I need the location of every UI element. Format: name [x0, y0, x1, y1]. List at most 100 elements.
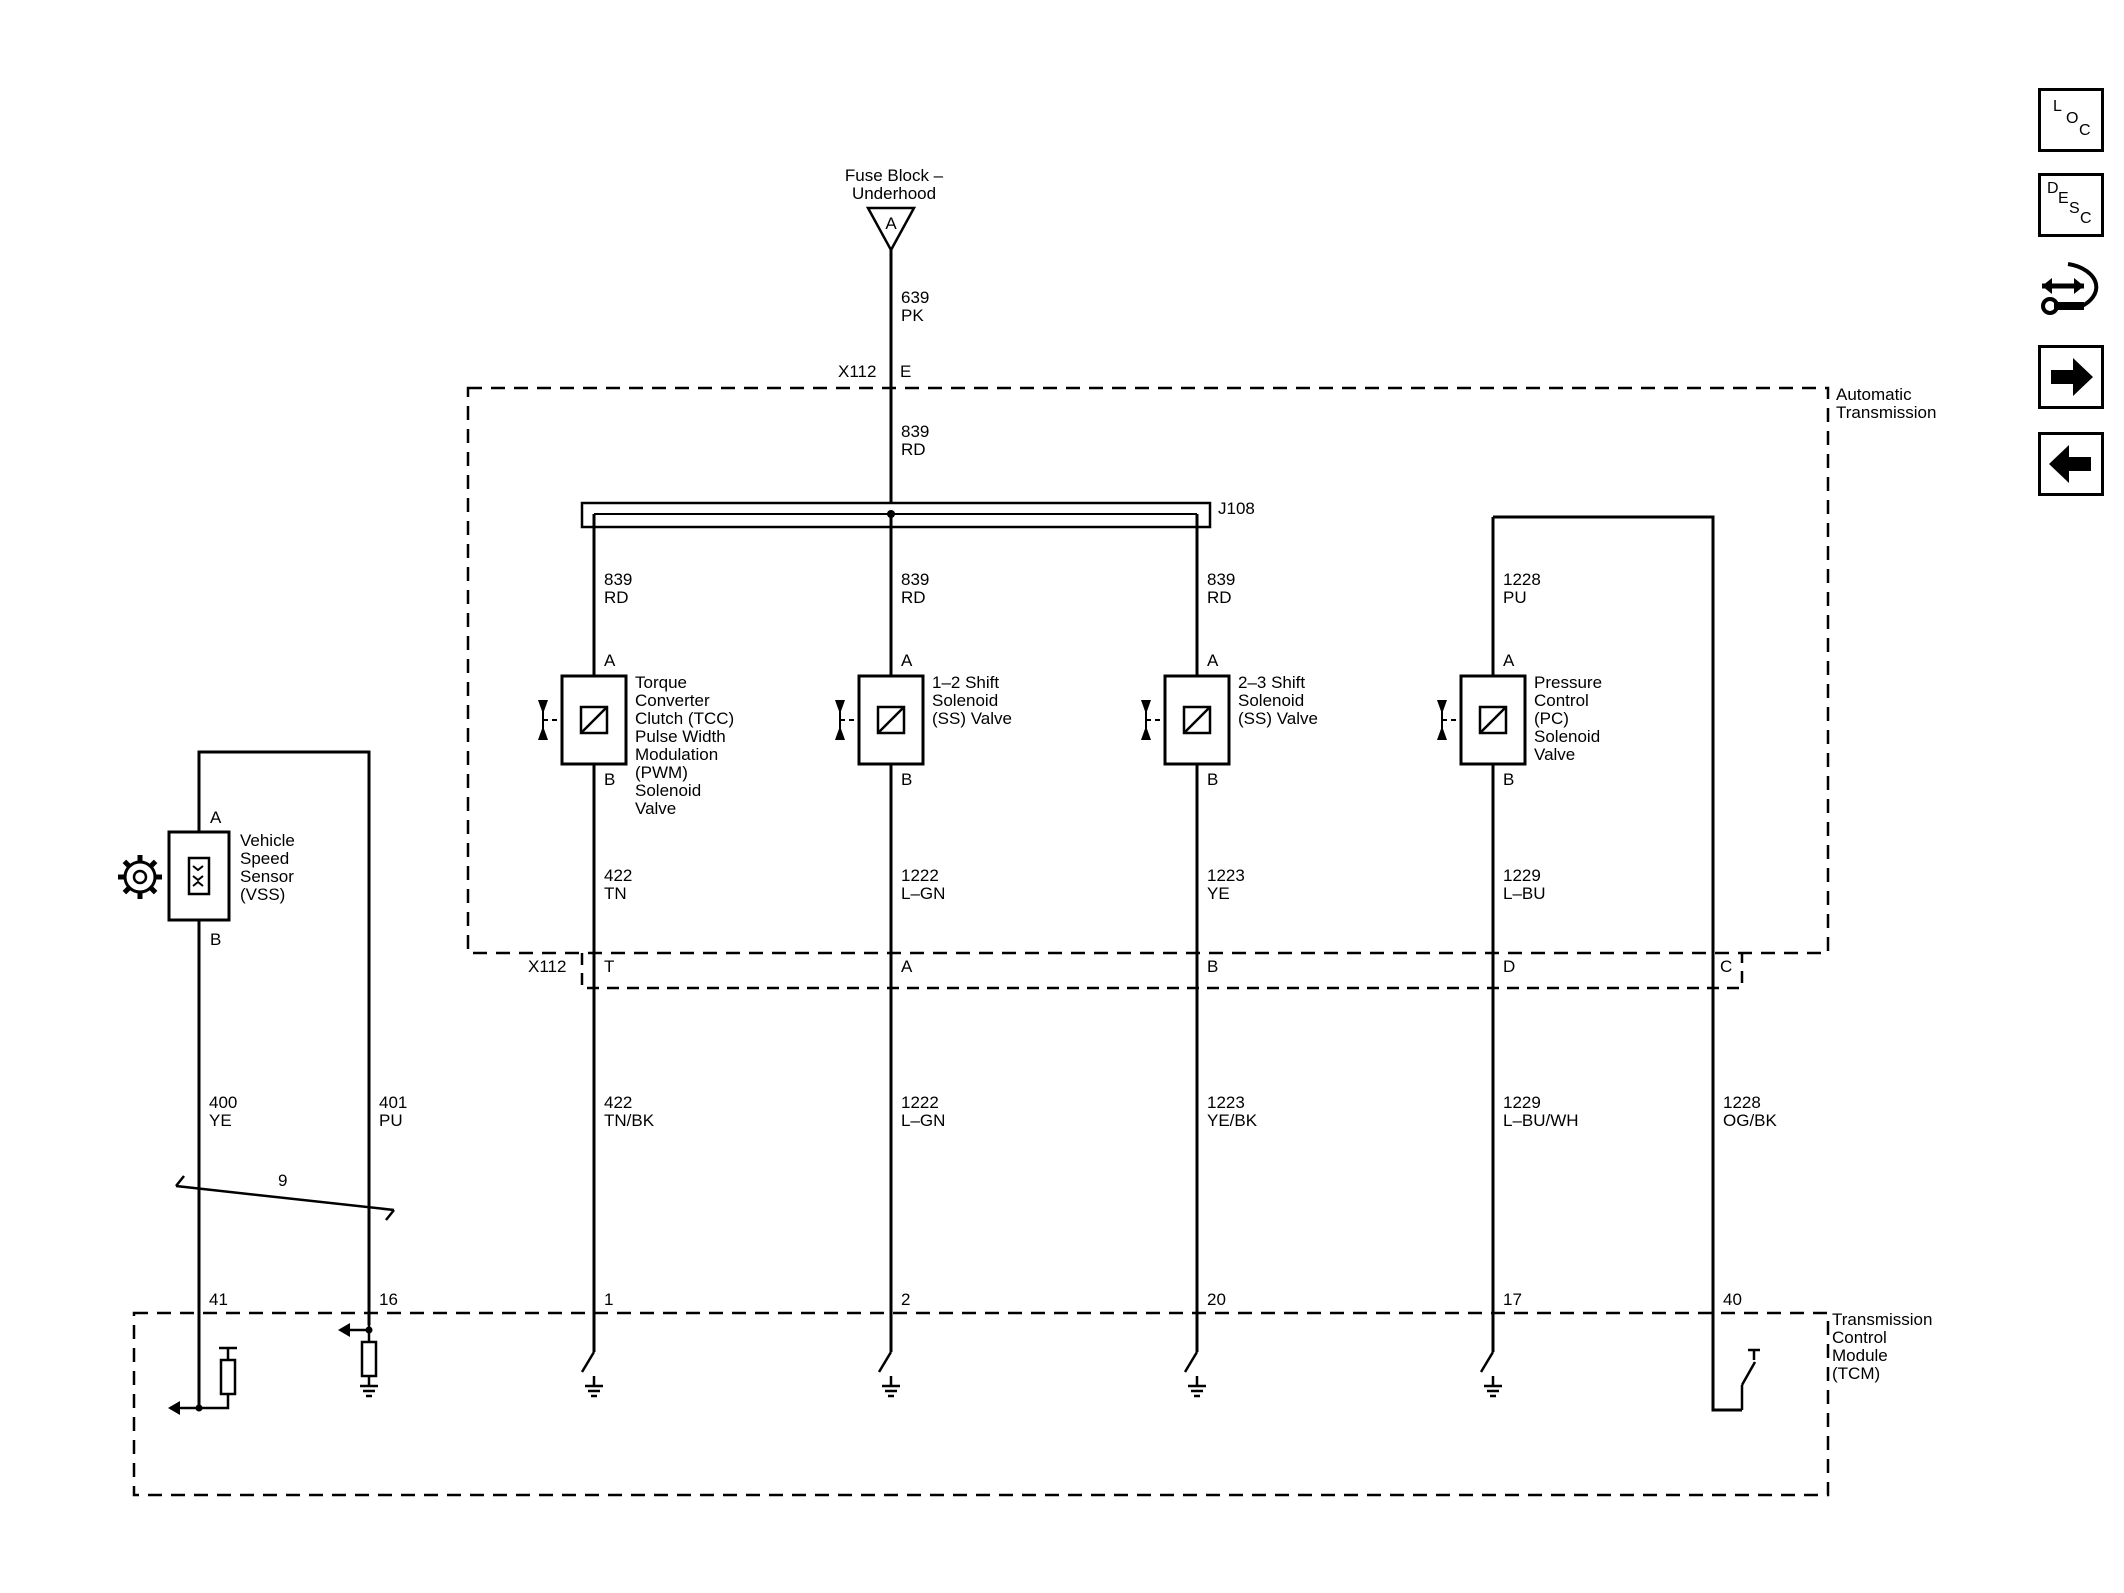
- vss-input-circuit-16: [338, 1323, 380, 1398]
- tcc-out-color: TN: [604, 884, 627, 903]
- x112-pin-t: T: [604, 957, 614, 976]
- tcm-label-1: Transmission: [1832, 1310, 1932, 1329]
- pc-high-side-switch: [1740, 1348, 1760, 1410]
- pc-return-color: OG/BK: [1723, 1111, 1778, 1130]
- tcc-label-8: Valve: [635, 799, 676, 818]
- vss-pin-b: B: [210, 930, 221, 949]
- fuse-block-label-2: Underhood: [852, 184, 936, 203]
- j108-label: J108: [1218, 499, 1255, 518]
- vss-label-3: Sensor: [240, 867, 294, 886]
- x112-top-connector: X112: [838, 362, 876, 381]
- loc-button[interactable]: L O C: [2038, 88, 2104, 152]
- ss23-out-circuit: 1223: [1207, 866, 1245, 885]
- ss12-in-color: RD: [901, 588, 926, 607]
- tcc-label-6: (PWM): [635, 763, 688, 782]
- svg-text:E: E: [2058, 190, 2069, 207]
- ss12-driver-switch: [877, 1351, 902, 1398]
- vss-wire-a-circuit: 401: [379, 1093, 407, 1112]
- tcc-label-3: Clutch (TCC): [635, 709, 734, 728]
- pc-label-3: (PC): [1534, 709, 1569, 728]
- ss12-pin-b: B: [901, 770, 912, 789]
- x112-lower-label: X112: [528, 957, 566, 976]
- ss23-label-3: (SS) Valve: [1238, 709, 1318, 728]
- ss23-label-1: 2–3 Shift: [1238, 673, 1305, 692]
- feed-circuit-top: 639: [901, 288, 929, 307]
- vss-wire-b-tcm-pin: 41: [209, 1290, 228, 1309]
- vss-wire-a-color: PU: [379, 1111, 403, 1130]
- pc-pin-a: A: [1503, 651, 1515, 670]
- ss23-actuator-icon: [1140, 699, 1167, 741]
- ss12-actuator-icon: [834, 699, 861, 741]
- connector-wrench-icon: [2041, 262, 2099, 315]
- prev-button[interactable]: [2038, 432, 2104, 496]
- feed-color-mid: RD: [901, 440, 926, 459]
- pc-out-circuit: 1229: [1503, 866, 1541, 885]
- svg-text:C: C: [2080, 210, 2092, 227]
- ss23-tcm-circuit: 1223: [1207, 1093, 1245, 1112]
- vss-wire-a: [197, 750, 371, 1325]
- next-button[interactable]: [2038, 345, 2104, 409]
- ss23-driver-switch: [1183, 1351, 1208, 1398]
- x112-pin-b: B: [1207, 957, 1218, 976]
- pc-tcm-circuit: 1229: [1503, 1093, 1541, 1112]
- tcc-in-circuit: 839: [604, 570, 632, 589]
- ss12-tcm-pin: 2: [901, 1290, 910, 1309]
- x112-pin-a: A: [901, 957, 913, 976]
- pc-in-color: PU: [1503, 588, 1527, 607]
- desc-button[interactable]: D E S C: [2038, 173, 2104, 237]
- ss23-tcm-pin: 20: [1207, 1290, 1226, 1309]
- pc-tcm-color: L–BU/WH: [1503, 1111, 1579, 1130]
- ss12-label-3: (SS) Valve: [932, 709, 1012, 728]
- pc-pin-b: B: [1503, 770, 1514, 789]
- feed-circuit-mid: 839: [901, 422, 929, 441]
- tcc-driver-switch: [580, 1351, 605, 1398]
- pc-return-circuit: 1228: [1723, 1093, 1761, 1112]
- ss12-tcm-circuit: 1222: [901, 1093, 939, 1112]
- twisted-pair-label: 9: [278, 1171, 287, 1190]
- pc-label-5: Valve: [1534, 745, 1575, 764]
- fuse-pin-label: A: [885, 214, 897, 233]
- ss23-pin-b: B: [1207, 770, 1218, 789]
- pc-out-color: L–BU: [1503, 884, 1546, 903]
- tcc-tcm-color: TN/BK: [604, 1111, 655, 1130]
- svg-text:S: S: [2069, 200, 2080, 217]
- auto-trans-label-1: Automatic: [1836, 385, 1912, 404]
- ss12-label-2: Solenoid: [932, 691, 998, 710]
- connector-button[interactable]: [2038, 258, 2104, 322]
- pc-in-circuit: 1228: [1503, 570, 1541, 589]
- vss-wire-a-tcm-pin: 16: [379, 1290, 398, 1309]
- svg-text:L: L: [2053, 98, 2062, 115]
- tcc-label-5: Modulation: [635, 745, 718, 764]
- fuse-terminal-symbol: [865, 206, 917, 253]
- ss12-tcm-color: L–GN: [901, 1111, 945, 1130]
- fuse-block-label-1: Fuse Block –: [845, 166, 944, 185]
- ss23-in-color: RD: [1207, 588, 1232, 607]
- tcc-label-1: Torque: [635, 673, 687, 692]
- ss12-solenoid: [857, 674, 925, 766]
- feed-color-top: PK: [901, 306, 924, 325]
- arrow-left-icon: [2049, 445, 2091, 483]
- vss-label-2: Speed: [240, 849, 289, 868]
- vss-wire-b-color: YE: [209, 1111, 232, 1130]
- svg-text:D: D: [2047, 180, 2059, 197]
- ss23-pin-a: A: [1207, 651, 1219, 670]
- ss23-tcm-color: YE/BK: [1207, 1111, 1258, 1130]
- x112-pin-c: C: [1720, 957, 1732, 976]
- tcm-label-3: Module: [1832, 1346, 1888, 1365]
- vss-input-circuit-41: [168, 1346, 237, 1415]
- vss-pin-a: A: [210, 808, 222, 827]
- ss12-label-1: 1–2 Shift: [932, 673, 999, 692]
- ss12-out-circuit: 1222: [901, 866, 939, 885]
- tcm-label-4: (TCM): [1832, 1364, 1880, 1383]
- pc-tcm-pin: 17: [1503, 1290, 1522, 1309]
- pc-return-tcm-pin: 40: [1723, 1290, 1742, 1309]
- tcc-out-circuit: 422: [604, 866, 632, 885]
- tcc-tcm-pin: 1: [604, 1290, 613, 1309]
- vss-label-4: (VSS): [240, 885, 285, 904]
- pc-driver-switch: [1479, 1351, 1504, 1398]
- tcc-pin-b: B: [604, 770, 615, 789]
- location-icon: L O C: [2053, 98, 2091, 139]
- x112-pin-d: D: [1503, 957, 1515, 976]
- ss23-in-circuit: 839: [1207, 570, 1235, 589]
